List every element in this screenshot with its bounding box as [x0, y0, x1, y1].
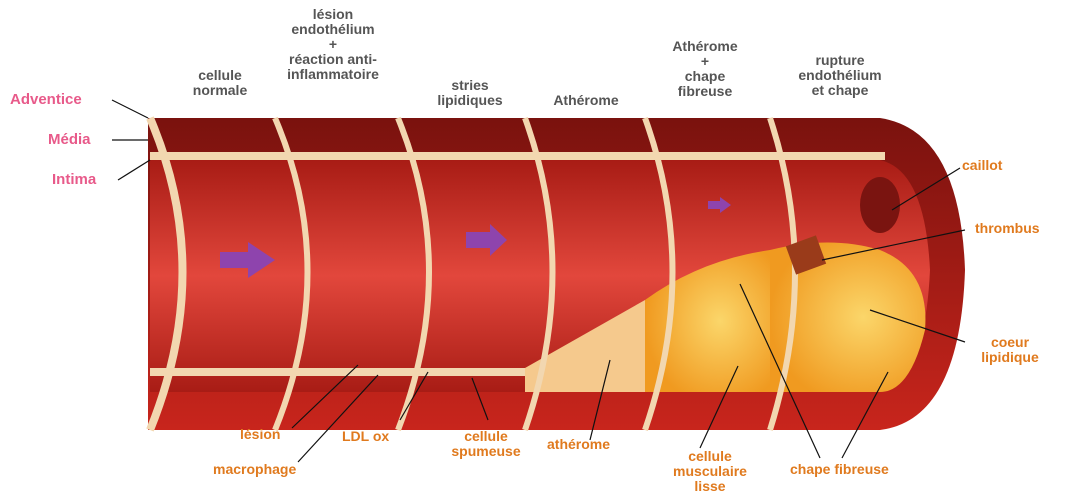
- callout-coeur-lipidique: coeur lipidique: [970, 335, 1050, 365]
- callout-lesion: lésion: [240, 427, 280, 442]
- stage-title-normal: cellule normale: [175, 68, 265, 98]
- stage-title-lesion: lésion endothélium + réaction anti- infl…: [263, 7, 403, 82]
- layer-label-adventice: Adventice: [10, 92, 82, 107]
- clot-caillot: [860, 177, 900, 233]
- stage-title-atherome: Athérome: [536, 93, 636, 108]
- stage-title-chape: Athérome + chape fibreuse: [650, 39, 760, 99]
- callout-caillot: caillot: [962, 158, 1002, 173]
- callout-thrombus: thrombus: [975, 221, 1040, 236]
- callout-atherome: athérome: [547, 437, 610, 452]
- stage-title-rupture: rupture endothélium et chape: [770, 53, 910, 98]
- callout-macrophage: macrophage: [213, 462, 296, 477]
- stage-title-stries: stries lipidiques: [420, 78, 520, 108]
- intima-top: [150, 152, 885, 160]
- callout-chape-fibreuse: chape fibreuse: [790, 462, 889, 477]
- layer-label-media: Média: [48, 132, 91, 147]
- callout-ldl-ox: LDL ox: [342, 429, 389, 444]
- callout-cellule-spumeuse: cellule spumeuse: [436, 429, 536, 459]
- layer-label-intima: Intima: [52, 172, 96, 187]
- callout-cellule-musculaire: cellule musculaire lisse: [655, 449, 765, 494]
